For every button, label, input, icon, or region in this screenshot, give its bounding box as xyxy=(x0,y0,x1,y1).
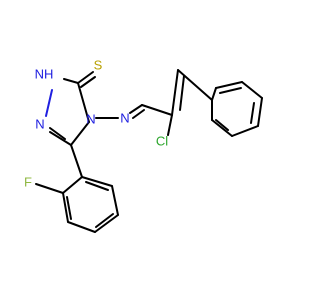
bond-ar-inner-3 xyxy=(85,181,109,191)
bond-n-ch-double xyxy=(132,109,145,119)
bond-ar-1 xyxy=(62,176,83,194)
bond-c5-ar xyxy=(70,144,83,178)
bond-ph-2 xyxy=(215,81,243,89)
bond-ph-6 xyxy=(211,119,233,137)
bond-ar-inner-2 xyxy=(95,213,114,228)
bond-n4-c5 xyxy=(70,121,90,146)
sulfur-label: S xyxy=(94,58,103,73)
bond-ar-5 xyxy=(111,185,119,216)
bond-ph-inner-1 xyxy=(219,87,242,94)
bond-c3-n4 xyxy=(77,82,90,123)
structure-canvas: S NH N N N Cl F xyxy=(24,58,263,233)
bond-n-nh xyxy=(45,89,53,117)
bond-ph-1 xyxy=(211,87,217,101)
bond-c5-n xyxy=(49,131,72,146)
bond-ar-inner-1 xyxy=(66,196,72,220)
bond-ar-2 xyxy=(62,192,69,223)
bond-c-s xyxy=(77,71,94,84)
bond-ph-inner-3 xyxy=(215,119,229,131)
bond-c5-n-double xyxy=(49,127,66,140)
bond-ph-inner-2 xyxy=(250,102,255,124)
chlorine-label: Cl xyxy=(156,134,168,149)
bond-c-cl xyxy=(167,114,173,136)
bond-c-ch-double xyxy=(179,75,185,111)
bond-ar-4 xyxy=(94,214,119,233)
bond-ch-ph xyxy=(177,69,213,101)
bond-ch-ccl xyxy=(141,104,173,116)
bond-c-ch xyxy=(171,69,179,116)
bond-ph-3 xyxy=(241,81,263,99)
nh-label: NH xyxy=(35,67,54,82)
bond-c-f xyxy=(35,183,64,194)
bond-ar-6 xyxy=(81,176,113,187)
molecule-structure: S NH N N N Cl F xyxy=(24,58,263,233)
bond-n-ch xyxy=(129,104,143,114)
bond-ar-3 xyxy=(67,221,96,233)
bond-nh-c3 xyxy=(63,78,79,84)
bond-c-s-double xyxy=(80,76,96,88)
imine-nitrogen-label: N xyxy=(120,111,129,126)
fluorine-label: F xyxy=(24,175,32,190)
n4-nitrogen-label: N xyxy=(86,112,95,127)
bond-ph-5 xyxy=(231,125,259,137)
ring-nitrogen-label: N xyxy=(35,117,44,132)
bond-ph-4 xyxy=(257,97,263,127)
